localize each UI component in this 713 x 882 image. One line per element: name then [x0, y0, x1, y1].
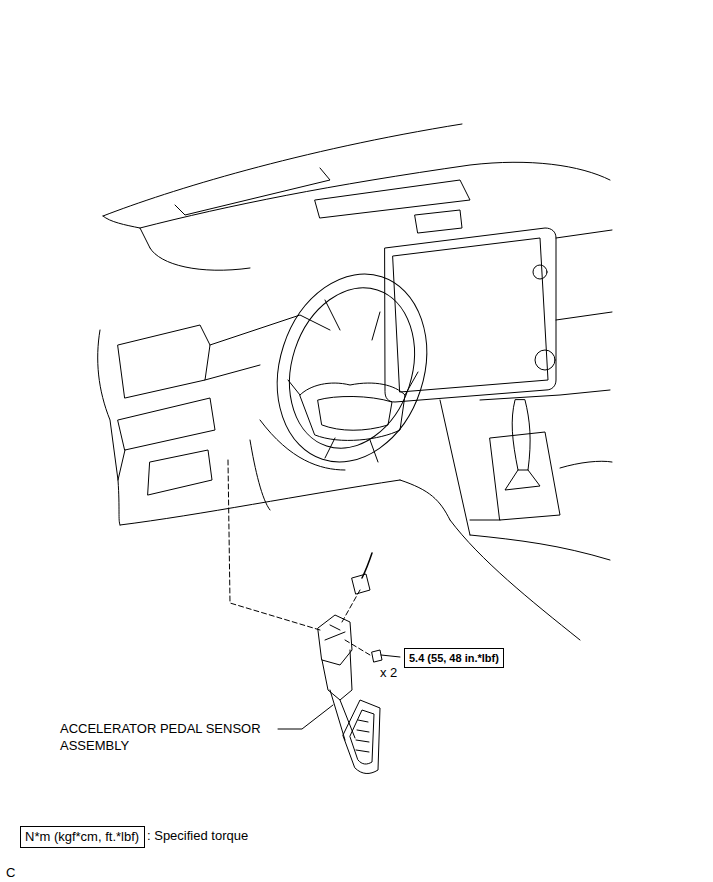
legend-unit-box: N*m (kgf*cm, ft.*lbf) — [20, 826, 145, 848]
torque-spec-box: 5.4 (55, 48 in.*lbf) — [404, 648, 504, 668]
node-text: N*m (kgf*cm, ft.*lbf) — [25, 829, 140, 845]
legend-text: : Specified torque — [147, 827, 248, 844]
figure-code: C — [6, 864, 15, 881]
part-name: ACCELERATOR PEDAL SENSOR ASSEMBLY — [60, 720, 275, 754]
quantity-label: x 2 — [380, 664, 397, 681]
node-text: 5.4 (55, 48 in.*lbf) — [409, 651, 499, 665]
